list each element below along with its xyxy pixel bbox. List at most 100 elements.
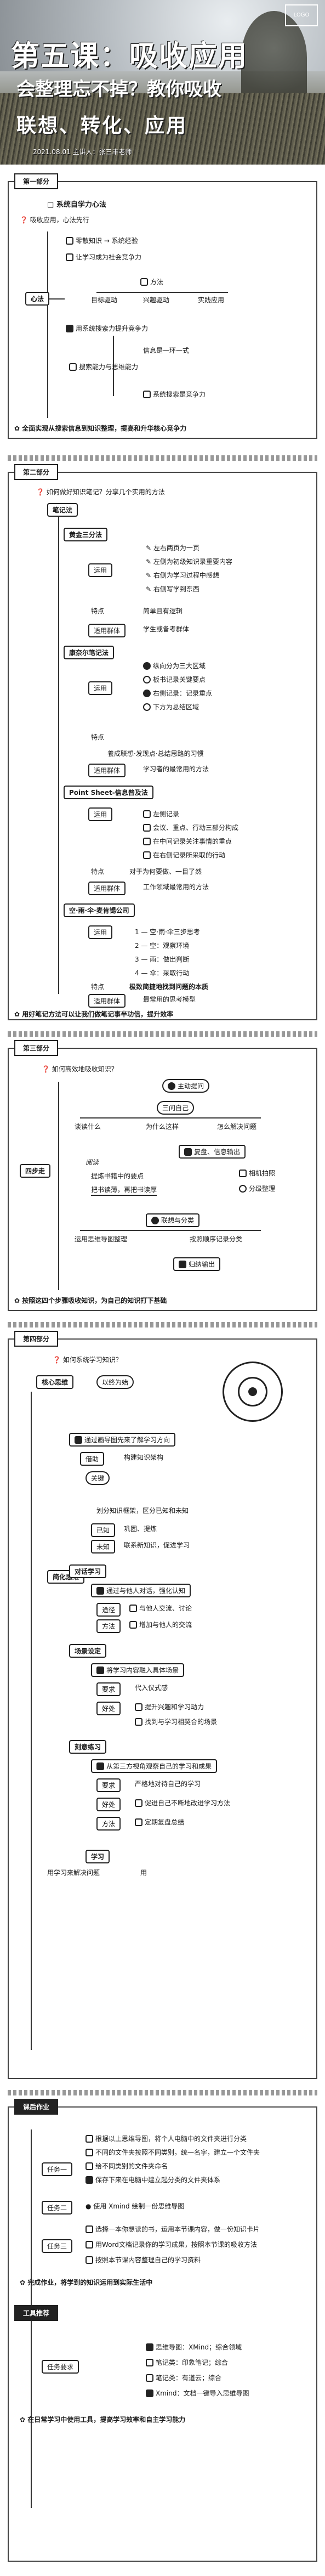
s2-m1a: 运用: [88, 563, 113, 577]
banner-logo: LOGO: [285, 4, 318, 26]
section-5-tab: 课后作业: [14, 2099, 59, 2115]
s2-m4f: 特点: [91, 983, 105, 991]
s4-b5: 增加与他人的交流: [129, 1621, 192, 1630]
s4-a6: 已知: [91, 1523, 116, 1537]
s2-m1: 黄金三分法: [64, 528, 108, 541]
s5-t2: 任务二: [42, 2201, 73, 2215]
s4-question: ❓ 如何系统学习知识？: [53, 1356, 122, 1364]
s3-j: 相机拍照: [239, 1170, 275, 1178]
s3-b: 三问自己: [157, 1101, 195, 1115]
s3-d: 为什么这样: [146, 1123, 179, 1131]
section-1-root: □ 系统自学力心法: [47, 201, 106, 209]
s2-m3c: 会议、重点、行动三部分构成: [143, 824, 238, 833]
s2-m1g: 简单且有逻辑: [143, 607, 183, 615]
s3-l: 联想与分类: [146, 1213, 200, 1227]
s2-m2d: 右侧记录：记录重点: [143, 690, 212, 698]
s4-d2: 要求: [96, 1778, 121, 1792]
s2-m1f: 特点: [91, 607, 105, 615]
s2-m3f: 特点: [91, 868, 105, 875]
s2-m4: 空·雨·伞·麦肯锡公司: [64, 903, 135, 917]
s2-m2g: 養成联想·发现点·总结思路的习惯: [107, 750, 204, 758]
s4-c5: 提升兴趣和学习动力: [135, 1703, 204, 1712]
divider-2: [8, 1031, 317, 1037]
s2-m3e: 在右侧记录所采取的行动: [143, 851, 225, 860]
s2-m4b: 1 — 空·雨·伞三步思考: [135, 928, 200, 936]
s4-e: 学习: [85, 1850, 110, 1863]
section-5: 课后作业 任务一 根据以上思维导图，将个人电脑中的文件夹进行分类 不同的文件夹按…: [8, 2099, 317, 2562]
s3-c: 谈读什么: [75, 1123, 101, 1131]
s4-trunk: [31, 1392, 32, 2050]
s4-a5: 划分知识框架，区分已知和未知: [96, 1507, 189, 1515]
s3-h: 提炼书籍中的要点: [91, 1172, 144, 1180]
s2-m1b: ✎ 左右两页为一页: [146, 544, 199, 552]
s1-n8: 搜索能力与思维能力: [69, 363, 138, 372]
s4-c3: 代入仪式感: [135, 1684, 168, 1692]
s4-c: 场景设定: [69, 1644, 107, 1658]
s2-summary: ✿ 用好笔记方法可以让我们做笔记事半功倍，提升效率: [14, 1010, 174, 1018]
s4-a7: 巩固、提炼: [124, 1525, 157, 1533]
s4-d3: 严格地对待自己的学习: [135, 1780, 201, 1788]
s4-e2: 用: [140, 1869, 147, 1877]
s2-m1e: ✎ 右侧写学到东西: [146, 585, 199, 593]
s3-o: 归纳输出: [173, 1257, 221, 1271]
s3-a: 主动提问: [162, 1079, 210, 1093]
s3-trunk: [58, 1082, 59, 1290]
s5-t1a: 根据以上思维导图，将个人电脑中的文件夹进行分类: [85, 2135, 247, 2144]
s4-target-icon: [223, 1362, 283, 1422]
s4-b3: 与他人交流、讨论: [129, 1605, 192, 1613]
s3-e: 怎么解决问题: [217, 1123, 257, 1131]
s5-t1: 任务一: [42, 2162, 73, 2176]
s1-heart-box: 心法: [25, 292, 50, 306]
s2-root: 笔记法: [47, 503, 78, 517]
s3-fork2: [80, 1230, 261, 1231]
s5-t1c: 给不同类别的文件夹命名: [85, 2162, 168, 2171]
s1-n1: 零散知识 → 系统经验: [66, 237, 138, 246]
s4-c6: 找到与学习相契合的场景: [135, 1718, 217, 1727]
banner-title: 第五课：吸收应用: [11, 39, 248, 73]
s5-t4c: 笔记类：有道云；综合: [146, 2374, 221, 2383]
s2-m1c: ✎ 左侧为初级知识录重要内容: [146, 558, 232, 566]
s4-d1: 从第三方视角观察自己的学习和成果: [91, 1759, 218, 1773]
section-1: 第一部分 □ 系统自学力心法 ❓ 吸收应用，心法先行 心法 零散知识 → 系统经…: [8, 173, 317, 439]
s2-m2h: 适用群体: [88, 764, 126, 777]
s4-b4: 方法: [96, 1619, 121, 1633]
s2-m2a: 运用: [88, 681, 113, 695]
s1-n9: 信息是一环一式: [143, 347, 190, 354]
s2-m4d: 3 — 雨：做出判断: [135, 956, 190, 963]
s2-trunk: [58, 517, 59, 994]
s1-n5: 兴趣驱动: [143, 296, 170, 304]
s2-m2i: 学习者的最常用的方法: [143, 765, 209, 773]
s4-a3: 构建知识架构: [124, 1454, 164, 1461]
s1-trunk: [47, 231, 48, 418]
s2-m1d: ✎ 右侧为学习过程中感想: [146, 572, 219, 579]
s2-m4h: 适用群体: [88, 994, 126, 1008]
section-1-tab: 第一部分: [14, 173, 59, 189]
s5-t4d: Xmind：文档一键导入思维导图: [146, 2389, 249, 2398]
s3-question: ❓ 如何高效地吸收知识？: [42, 1065, 118, 1073]
s2-m3b: 左侧记录: [143, 810, 179, 819]
divider-1: [8, 455, 317, 461]
s4-a9: 联系新知识，促进学习: [124, 1541, 190, 1549]
s5-t3c: 按照本节课内容整理自己的学习资料: [85, 2256, 201, 2265]
s2-m3g: 对于为何要做、一目了然: [129, 868, 202, 875]
section-4: 第四部分 ❓ 如何系统学习知识？ 核心思维 以终为始 简化思维 通过画导图先来了…: [8, 1331, 317, 2079]
s3-k: 分级整理: [239, 1185, 275, 1194]
s2-m1h: 适用群体: [88, 624, 126, 637]
s5-summary: ✿ 完成作业，将学到的知识运用到实际生活中: [20, 2279, 153, 2286]
section-3: 第三部分 ❓ 如何高效地吸收知识？ 四步走 主动提问 三问自己 谈读什么 为什么…: [8, 1040, 317, 1311]
s2-m4e: 4 — 伞：采取行动: [135, 969, 190, 977]
s2-m2b: 纵向分为三大区域: [143, 662, 206, 671]
s2-m3i: 工作领域最常用的方法: [143, 883, 209, 891]
s1-n7: 用系统搜索力提升竞争力: [66, 325, 148, 334]
s5-t3a: 选择一本你想读的书，运用本节课内容，做一份知识卡片: [85, 2225, 260, 2234]
s3-f: 复盘、信息输出: [179, 1145, 246, 1159]
s1-summary: ✿ 全面实现从搜索信息到知识整理，提高和升华核心竞争力: [14, 425, 187, 432]
course-banner: LOGO 第五课：吸收应用 会整理忘不掉？教你吸收 联想、转化、应用 2021.…: [0, 0, 325, 165]
s2-m3d: 在中间记录关注事情的重点: [143, 838, 232, 846]
s2-m4i: 最常用的思考模型: [143, 996, 196, 1003]
s2-m3h: 适用群体: [88, 882, 126, 895]
s3-root: 四步走: [20, 1164, 51, 1178]
s4-root2: 以终为始: [96, 1375, 134, 1389]
s1-n3: 方法: [140, 278, 163, 287]
section-2-tab: 第二部分: [14, 464, 59, 480]
